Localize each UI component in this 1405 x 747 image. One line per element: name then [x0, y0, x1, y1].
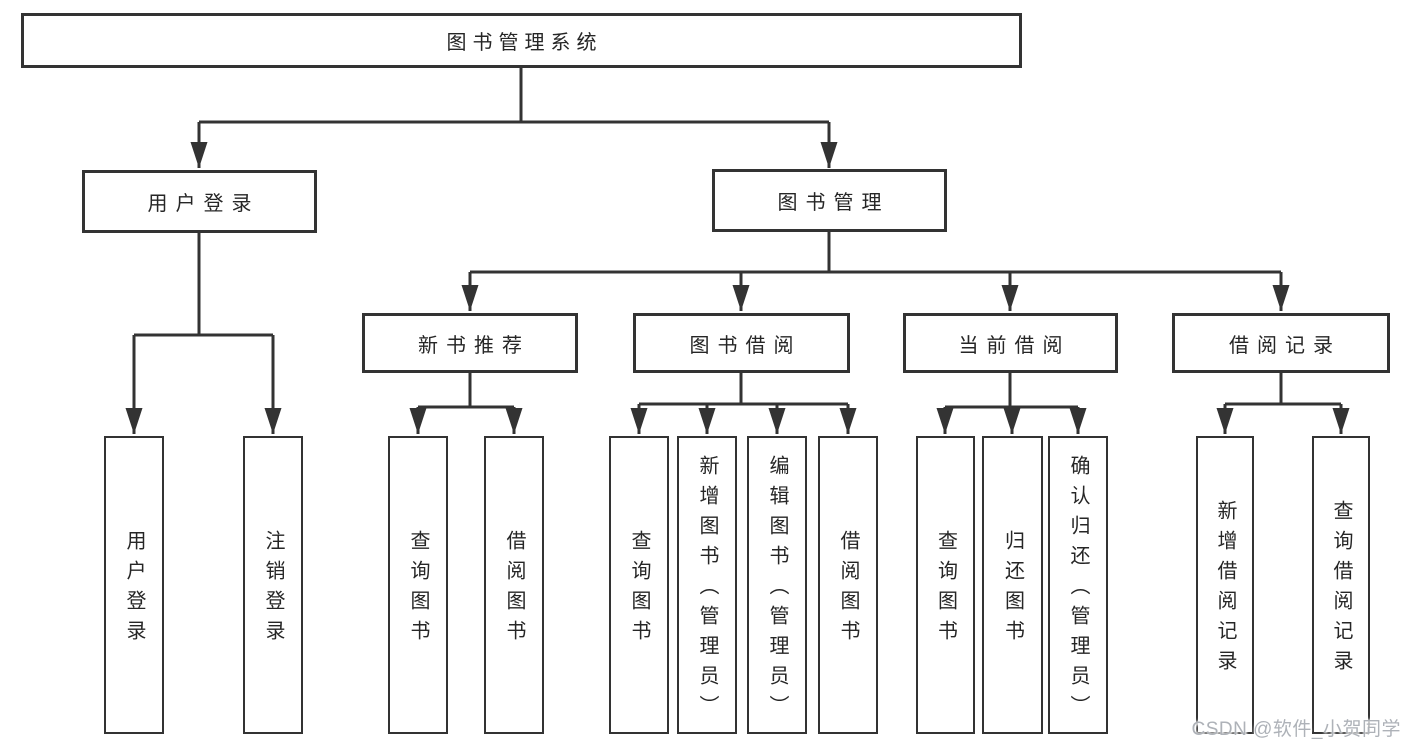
node-label: 用户登录 [147, 193, 260, 215]
node-user-login: 用户登录 [82, 170, 317, 233]
leaf-logout-login: 注销登录 [243, 436, 303, 734]
node-label: 查询借阅记录 [1330, 500, 1352, 680]
node-label: 新增借阅记录 [1214, 500, 1236, 680]
node-label: 查询图书 [407, 530, 429, 650]
leaf-add-books-admin: 新增图书（管理员） [677, 436, 737, 734]
leaf-query-books: 查询图书 [388, 436, 448, 734]
node-label: 用户登录 [123, 530, 145, 650]
node-label: 图书管理 [777, 192, 890, 214]
leaf-confirm-return-admin: 确认归还（管理员） [1048, 436, 1108, 734]
node-library-system: 图书管理系统 [21, 13, 1022, 68]
leaf-add-borrow-record: 新增借阅记录 [1196, 436, 1254, 734]
leaf-borrow-books: 借阅图书 [818, 436, 878, 734]
node-label: 确认归还（管理员） [1067, 455, 1089, 725]
node-book-management: 图书管理 [712, 169, 947, 232]
leaf-return-books: 归还图书 [982, 436, 1043, 734]
leaf-edit-books-admin: 编辑图书（管理员） [747, 436, 807, 734]
node-label: 注销登录 [262, 530, 284, 650]
leaf-user-login: 用户登录 [104, 436, 164, 734]
node-label: 当前借阅 [958, 334, 1071, 357]
node-label: 编辑图书（管理员） [766, 455, 788, 725]
node-label: 查询图书 [934, 530, 957, 650]
node-label: 图书管理系统 [446, 32, 603, 54]
leaf-query-borrow-record: 查询借阅记录 [1312, 436, 1370, 734]
watermark: CSDN @软件_小贺同学 [1191, 719, 1401, 740]
node-book-borrowing: 图书借阅 [633, 313, 850, 373]
node-label: 图书借阅 [689, 334, 802, 357]
node-label: 新增图书（管理员） [696, 455, 718, 725]
node-label: 归还图书 [1001, 530, 1024, 650]
node-current-borrowing: 当前借阅 [903, 313, 1118, 373]
node-borrowing-records: 借阅记录 [1172, 313, 1390, 373]
leaf-borrow-books: 借阅图书 [484, 436, 544, 734]
node-label: 新书推荐 [418, 334, 530, 357]
node-label: 借阅记录 [1229, 334, 1341, 357]
leaf-query-books: 查询图书 [916, 436, 975, 734]
node-label: 借阅图书 [837, 530, 859, 650]
leaf-query-books: 查询图书 [609, 436, 669, 734]
node-label: 查询图书 [628, 530, 650, 650]
node-label: 借阅图书 [503, 530, 525, 650]
node-new-book-recommendation: 新书推荐 [362, 313, 578, 373]
